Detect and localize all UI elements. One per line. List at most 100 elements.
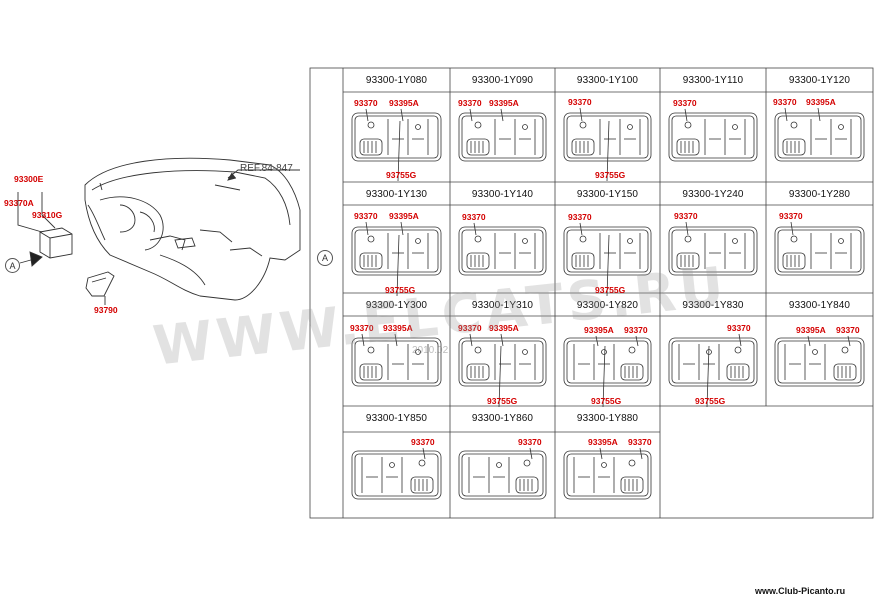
cell-part-label: 93395A bbox=[796, 325, 826, 335]
cell-part-label: 93370 bbox=[411, 437, 435, 447]
cell-part-label: 93755G bbox=[695, 396, 726, 406]
cell-code-4: 93300-1Y120 bbox=[788, 75, 851, 86]
leader-line bbox=[400, 108, 404, 122]
cell-part-label: 93395A bbox=[389, 98, 419, 108]
leader-line bbox=[817, 107, 821, 122]
cell-part-label: 93395A bbox=[489, 98, 519, 108]
cell-code-9: 93300-1Y280 bbox=[788, 189, 851, 200]
cell-part-label: 93395A bbox=[489, 323, 519, 333]
cell-part-label: 93395A bbox=[383, 323, 413, 333]
cell-part-label: 93370 bbox=[779, 211, 803, 221]
leader-line bbox=[579, 222, 583, 236]
cell-part-label: 93370 bbox=[350, 323, 374, 333]
switch-panel-2 bbox=[563, 112, 652, 162]
cell-part-label: 93370 bbox=[458, 323, 482, 333]
site-footer: www.Club-Picanto.ru bbox=[755, 586, 846, 596]
cell-part-label: 93370 bbox=[354, 211, 378, 221]
cell-part-label: 93370 bbox=[518, 437, 542, 447]
cell-part-label: 93370 bbox=[354, 98, 378, 108]
switch-panel-1 bbox=[458, 112, 547, 162]
leader-line bbox=[606, 120, 610, 182]
cell-code-8: 93300-1Y240 bbox=[682, 189, 744, 200]
leader-line bbox=[784, 107, 788, 122]
leader-line bbox=[396, 234, 400, 297]
leader-line bbox=[500, 333, 504, 347]
switch-panel-0 bbox=[351, 112, 442, 162]
cell-part-label: 93370 bbox=[568, 97, 592, 107]
leader-line bbox=[790, 221, 794, 236]
switch-panel-15 bbox=[351, 450, 442, 500]
switch-panel-3 bbox=[668, 112, 758, 162]
cell-code-0: 93300-1Y080 bbox=[365, 75, 428, 86]
cell-part-label: 93370 bbox=[674, 211, 698, 221]
cell-part-label: 93395A bbox=[588, 437, 618, 447]
leader-line bbox=[529, 447, 533, 460]
switch-panel-14 bbox=[774, 337, 865, 387]
cell-code-10: 93300-1Y300 bbox=[365, 300, 428, 311]
leader-line bbox=[639, 447, 643, 460]
switch-panel-5 bbox=[351, 226, 442, 276]
switch-panel-10 bbox=[351, 337, 442, 387]
leader-line bbox=[422, 447, 426, 460]
leader-line bbox=[635, 335, 639, 347]
leader-line bbox=[400, 221, 404, 236]
cell-code-11: 93300-1Y310 bbox=[471, 300, 534, 311]
cell-code-6: 93300-1Y140 bbox=[471, 189, 534, 200]
leader-line bbox=[469, 333, 473, 347]
watermark-date: 2010.02 bbox=[412, 345, 449, 356]
cell-part-label: 93370 bbox=[673, 98, 697, 108]
switch-panel-9 bbox=[774, 226, 865, 276]
leader-line bbox=[738, 333, 742, 347]
leader-line bbox=[469, 108, 473, 122]
cell-part-label: 93755G bbox=[595, 170, 626, 180]
view-marker-left: A bbox=[5, 258, 20, 273]
part-label-93370a: 93370A bbox=[4, 198, 34, 208]
leader-line bbox=[394, 333, 398, 347]
cell-code-5: 93300-1Y130 bbox=[365, 189, 428, 200]
cell-part-label: 93370 bbox=[568, 212, 592, 222]
cell-code-16: 93300-1Y860 bbox=[471, 413, 534, 424]
switch-panel-6 bbox=[458, 226, 547, 276]
leader-line bbox=[847, 335, 851, 347]
switch-panel-11 bbox=[458, 337, 547, 387]
cell-part-label: 93395A bbox=[584, 325, 614, 335]
switch-panel-16 bbox=[458, 450, 547, 500]
leader-line bbox=[365, 108, 369, 122]
cell-part-label: 93755G bbox=[385, 285, 416, 295]
leader-line bbox=[706, 345, 710, 408]
cell-code-15: 93300-1Y850 bbox=[365, 413, 428, 424]
part-label-93300e: 93300E bbox=[14, 174, 44, 184]
cell-part-label: 93755G bbox=[595, 285, 626, 295]
cell-code-12: 93300-1Y820 bbox=[576, 300, 639, 311]
cell-code-13: 93300-1Y830 bbox=[682, 300, 744, 311]
cell-part-label: 93370 bbox=[773, 97, 797, 107]
leader-line bbox=[498, 345, 502, 408]
cell-part-label: 93370 bbox=[458, 98, 482, 108]
leader-line bbox=[602, 345, 606, 408]
cell-code-14: 93300-1Y840 bbox=[788, 300, 851, 311]
cell-code-3: 93300-1Y110 bbox=[682, 75, 744, 86]
cell-code-1: 93300-1Y090 bbox=[471, 75, 534, 86]
leader-line bbox=[807, 335, 811, 347]
part-label-93310g: 93310G bbox=[32, 210, 63, 220]
switch-panel-12 bbox=[563, 337, 652, 387]
cell-code-17: 93300-1Y880 bbox=[576, 413, 639, 424]
cell-part-label: 93755G bbox=[386, 170, 417, 180]
leader-line bbox=[685, 221, 689, 236]
leader-line bbox=[579, 107, 583, 122]
leader-line bbox=[361, 333, 365, 347]
cell-part-label: 93370 bbox=[727, 323, 751, 333]
switch-panel-17 bbox=[563, 450, 652, 500]
switch-panel-13 bbox=[668, 337, 758, 387]
leader-line bbox=[599, 447, 603, 460]
cell-part-label: 93755G bbox=[591, 396, 622, 406]
cell-part-label: 93395A bbox=[806, 97, 836, 107]
cell-part-label: 93370 bbox=[628, 437, 652, 447]
leader-line bbox=[606, 234, 610, 297]
cell-code-2: 93300-1Y100 bbox=[576, 75, 639, 86]
switch-panel-8 bbox=[668, 226, 758, 276]
part-label-93790: 93790 bbox=[94, 305, 118, 315]
cell-code-7: 93300-1Y150 bbox=[576, 189, 639, 200]
